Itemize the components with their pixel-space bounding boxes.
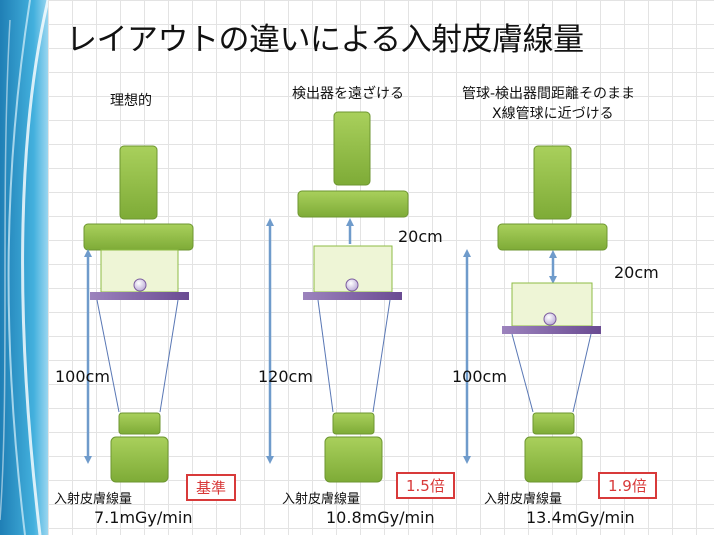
dose-label-detector-far: 入射皮膚線量 [282,492,361,507]
dose-value-detector-far: 10.8mGy/min [326,508,435,527]
detector-post [119,145,158,220]
column-detector-far [266,111,409,483]
caption-close-line2: X線管球に近づける [492,106,614,122]
slide-title: レイアウトの違いによる入射皮膚線量 [66,22,584,58]
patient-marker [345,278,359,292]
detector-post [333,111,371,186]
table-plate [90,292,189,300]
detector-post [533,145,572,220]
distance-label-close: 100cm [452,367,507,386]
dose-label-ideal: 入射皮膚線量 [54,492,133,507]
table-plate [303,292,402,300]
xray-tube [324,436,383,483]
dose-label-close: 入射皮膚線量 [484,492,563,507]
gap-label-detector-far: 20cm [398,227,443,246]
badge-baseline: 基準 [186,474,237,501]
collimator [332,412,375,435]
collimator [118,412,161,435]
xray-tube [524,436,583,483]
caption-detector-far: 検出器を遠ざける [292,86,404,102]
column-close-to-tube [463,145,608,483]
detector-plate [297,190,409,218]
dose-value-close: 13.4mGy/min [526,508,635,527]
distance-label-ideal: 100cm [55,367,110,386]
column-ideal [83,145,194,483]
detector-plate [83,223,194,251]
gap-label-close: 20cm [614,263,659,282]
sidebar-decoration [0,0,48,535]
dose-value-ideal: 7.1mGy/min [94,508,193,527]
table-plate [502,326,601,334]
patient-marker [543,312,557,326]
caption-ideal: 理想的 [110,93,152,109]
caption-close-line1: 管球-検出器間距離そのまま [462,86,636,102]
badge-1-5x: 1.5倍 [396,472,455,499]
distance-label-detector-far: 120cm [258,367,313,386]
badge-1-9x: 1.9倍 [598,472,657,499]
detector-plate [497,223,608,251]
patient-marker [133,278,147,292]
xray-tube [110,436,169,483]
collimator [532,412,575,435]
